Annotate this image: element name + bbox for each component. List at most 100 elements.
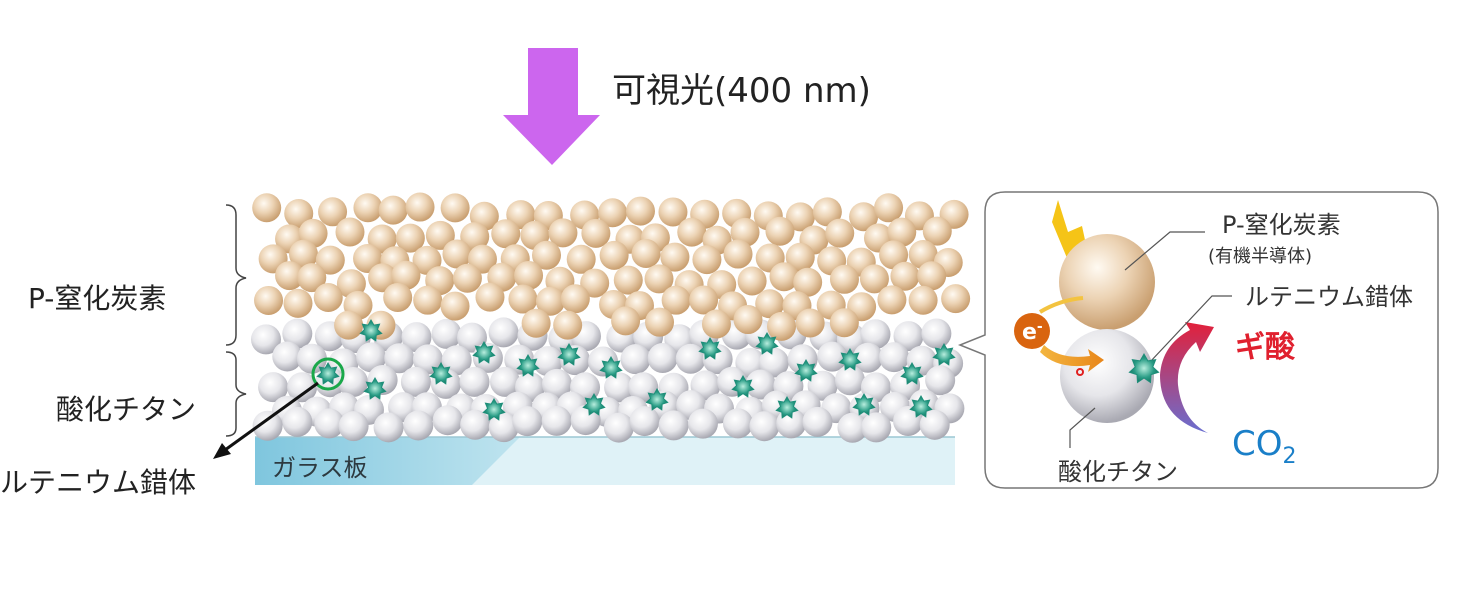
carbon-nitride-particle [917, 261, 947, 291]
ruthenium-complex-icon [645, 387, 669, 411]
carbon-nitride-particle [887, 217, 917, 247]
carbon-nitride-particle [283, 288, 313, 318]
titania-particle [432, 405, 463, 436]
carbon-nitride-particle [313, 283, 343, 313]
carbon-nitride-particle [284, 198, 314, 228]
carbon-nitride-particle [335, 217, 365, 247]
carbon-nitride-particle [460, 222, 490, 252]
ruthenium-complex-icon [909, 394, 933, 418]
carbon-nitride-particle [829, 264, 859, 294]
carbon-nitride-particle [580, 268, 610, 298]
electron-label: e- [1022, 319, 1043, 345]
carbon-nitride-particle [452, 263, 482, 293]
carbon-nitride-particle [829, 308, 859, 338]
carbon-nitride-particle [491, 219, 521, 249]
carbon-nitride-particle [252, 193, 282, 223]
ruthenium-complex-icon [932, 342, 956, 366]
callout-titania-label: 酸化チタン [1058, 458, 1178, 486]
titania-particle [459, 366, 490, 397]
ruthenium-complex-icon [429, 361, 453, 385]
ruthenium-complex-icon [698, 336, 722, 360]
conversion-arrow-icon [1160, 322, 1214, 433]
glass-plate: ガラス板 [255, 436, 955, 485]
titania-particle [488, 317, 519, 348]
carbon-nitride-particle [689, 285, 719, 315]
carbon-nitride-particle [941, 284, 971, 314]
titania-particle [860, 319, 891, 350]
carbon-nitride-particle [767, 311, 797, 341]
carbon-nitride-particle [599, 240, 629, 270]
ruthenium-leader-line [1149, 295, 1232, 363]
callout-ruthenium-label: ルテニウム錯体 [1245, 283, 1413, 311]
glass-label: ガラス板 [272, 454, 368, 482]
titania-particle [251, 324, 282, 355]
carbon-nitride-label: P-窒化炭素 [28, 282, 166, 315]
ruthenium-complex-icon [363, 376, 387, 400]
carbon-nitride-particle [334, 310, 364, 340]
ruthenium-complex-icon [359, 318, 383, 342]
titania-particle [658, 410, 689, 441]
carbon-nitride-particle [613, 265, 643, 295]
titania-leader-line [1069, 407, 1096, 448]
pointer-arrow-line [224, 381, 319, 452]
carbon-nitride-particle [661, 285, 691, 315]
titania-particle [282, 406, 313, 437]
carbon-nitride-particle [391, 260, 421, 290]
carbon-nitride-particle [535, 286, 565, 316]
titania-particle [893, 321, 924, 352]
carbon-nitride-particle [297, 263, 327, 293]
ruthenium-complex-icon [794, 358, 818, 382]
carbon-nitride-particle [318, 197, 348, 227]
titania-particle [722, 408, 753, 439]
carbon-nitride-layer [252, 192, 971, 341]
titania-particle [512, 406, 543, 437]
titania-particle [817, 341, 848, 372]
electron-icon [1014, 313, 1050, 349]
carbon-nitride-particle [849, 202, 879, 232]
titania-particle [296, 343, 327, 374]
titania-particle [400, 366, 431, 397]
carbon-nitride-particle [785, 242, 815, 272]
ruthenium-complex-icon [838, 347, 862, 371]
carbon-nitride-particle [631, 239, 661, 269]
titania-particle [834, 365, 865, 396]
electron-path [1038, 296, 1084, 314]
carbon-nitride-particle [825, 218, 855, 248]
titania-particle [490, 366, 521, 397]
titania-particle [629, 406, 660, 437]
carbon-nitride-brace [225, 204, 247, 346]
ruthenium-complex-icon [599, 355, 623, 379]
carbon-nitride-particle [475, 282, 505, 312]
carbon-nitride-particle [645, 307, 675, 337]
carbon-nitride-particle [755, 289, 785, 319]
carbon-nitride-sphere [1059, 234, 1155, 330]
carbon-nitride-particle [440, 193, 470, 223]
titania-particle [460, 409, 491, 440]
ruthenium-complex-icon [1128, 352, 1160, 384]
carbon-nitride-particle [879, 240, 909, 270]
ruthenium-complex-icon [557, 342, 581, 366]
carbon-nitride-particle [289, 239, 319, 269]
titania-particle [272, 341, 303, 372]
carbon-nitride-particle [378, 195, 408, 225]
carbon-nitride-particle [874, 193, 904, 223]
titania-particle [252, 410, 283, 441]
titania-particle [541, 405, 572, 436]
titania-particle [802, 406, 833, 437]
carbon-nitride-particle [442, 239, 472, 269]
ruthenium-complex-icon [852, 392, 876, 416]
carbon-nitride-particle [701, 309, 731, 339]
carbon-nitride-particle [812, 197, 842, 227]
titania-particle [861, 412, 892, 443]
titania-particle [603, 412, 634, 443]
callout-box: e- P-窒化炭素 (有機半導体) ルテニウム錯体 ギ酸 CO2 酸化チタン [957, 191, 1439, 489]
carbon-nitride-particle [413, 285, 443, 315]
titania-particle [837, 412, 868, 443]
titania-particle [403, 410, 434, 441]
carbon-nitride-particle [368, 263, 398, 293]
titania-particle [925, 365, 956, 396]
ruthenium-complex-icon [316, 361, 340, 385]
titania-particle [541, 368, 572, 399]
carbon-nitride-particle [395, 223, 425, 253]
